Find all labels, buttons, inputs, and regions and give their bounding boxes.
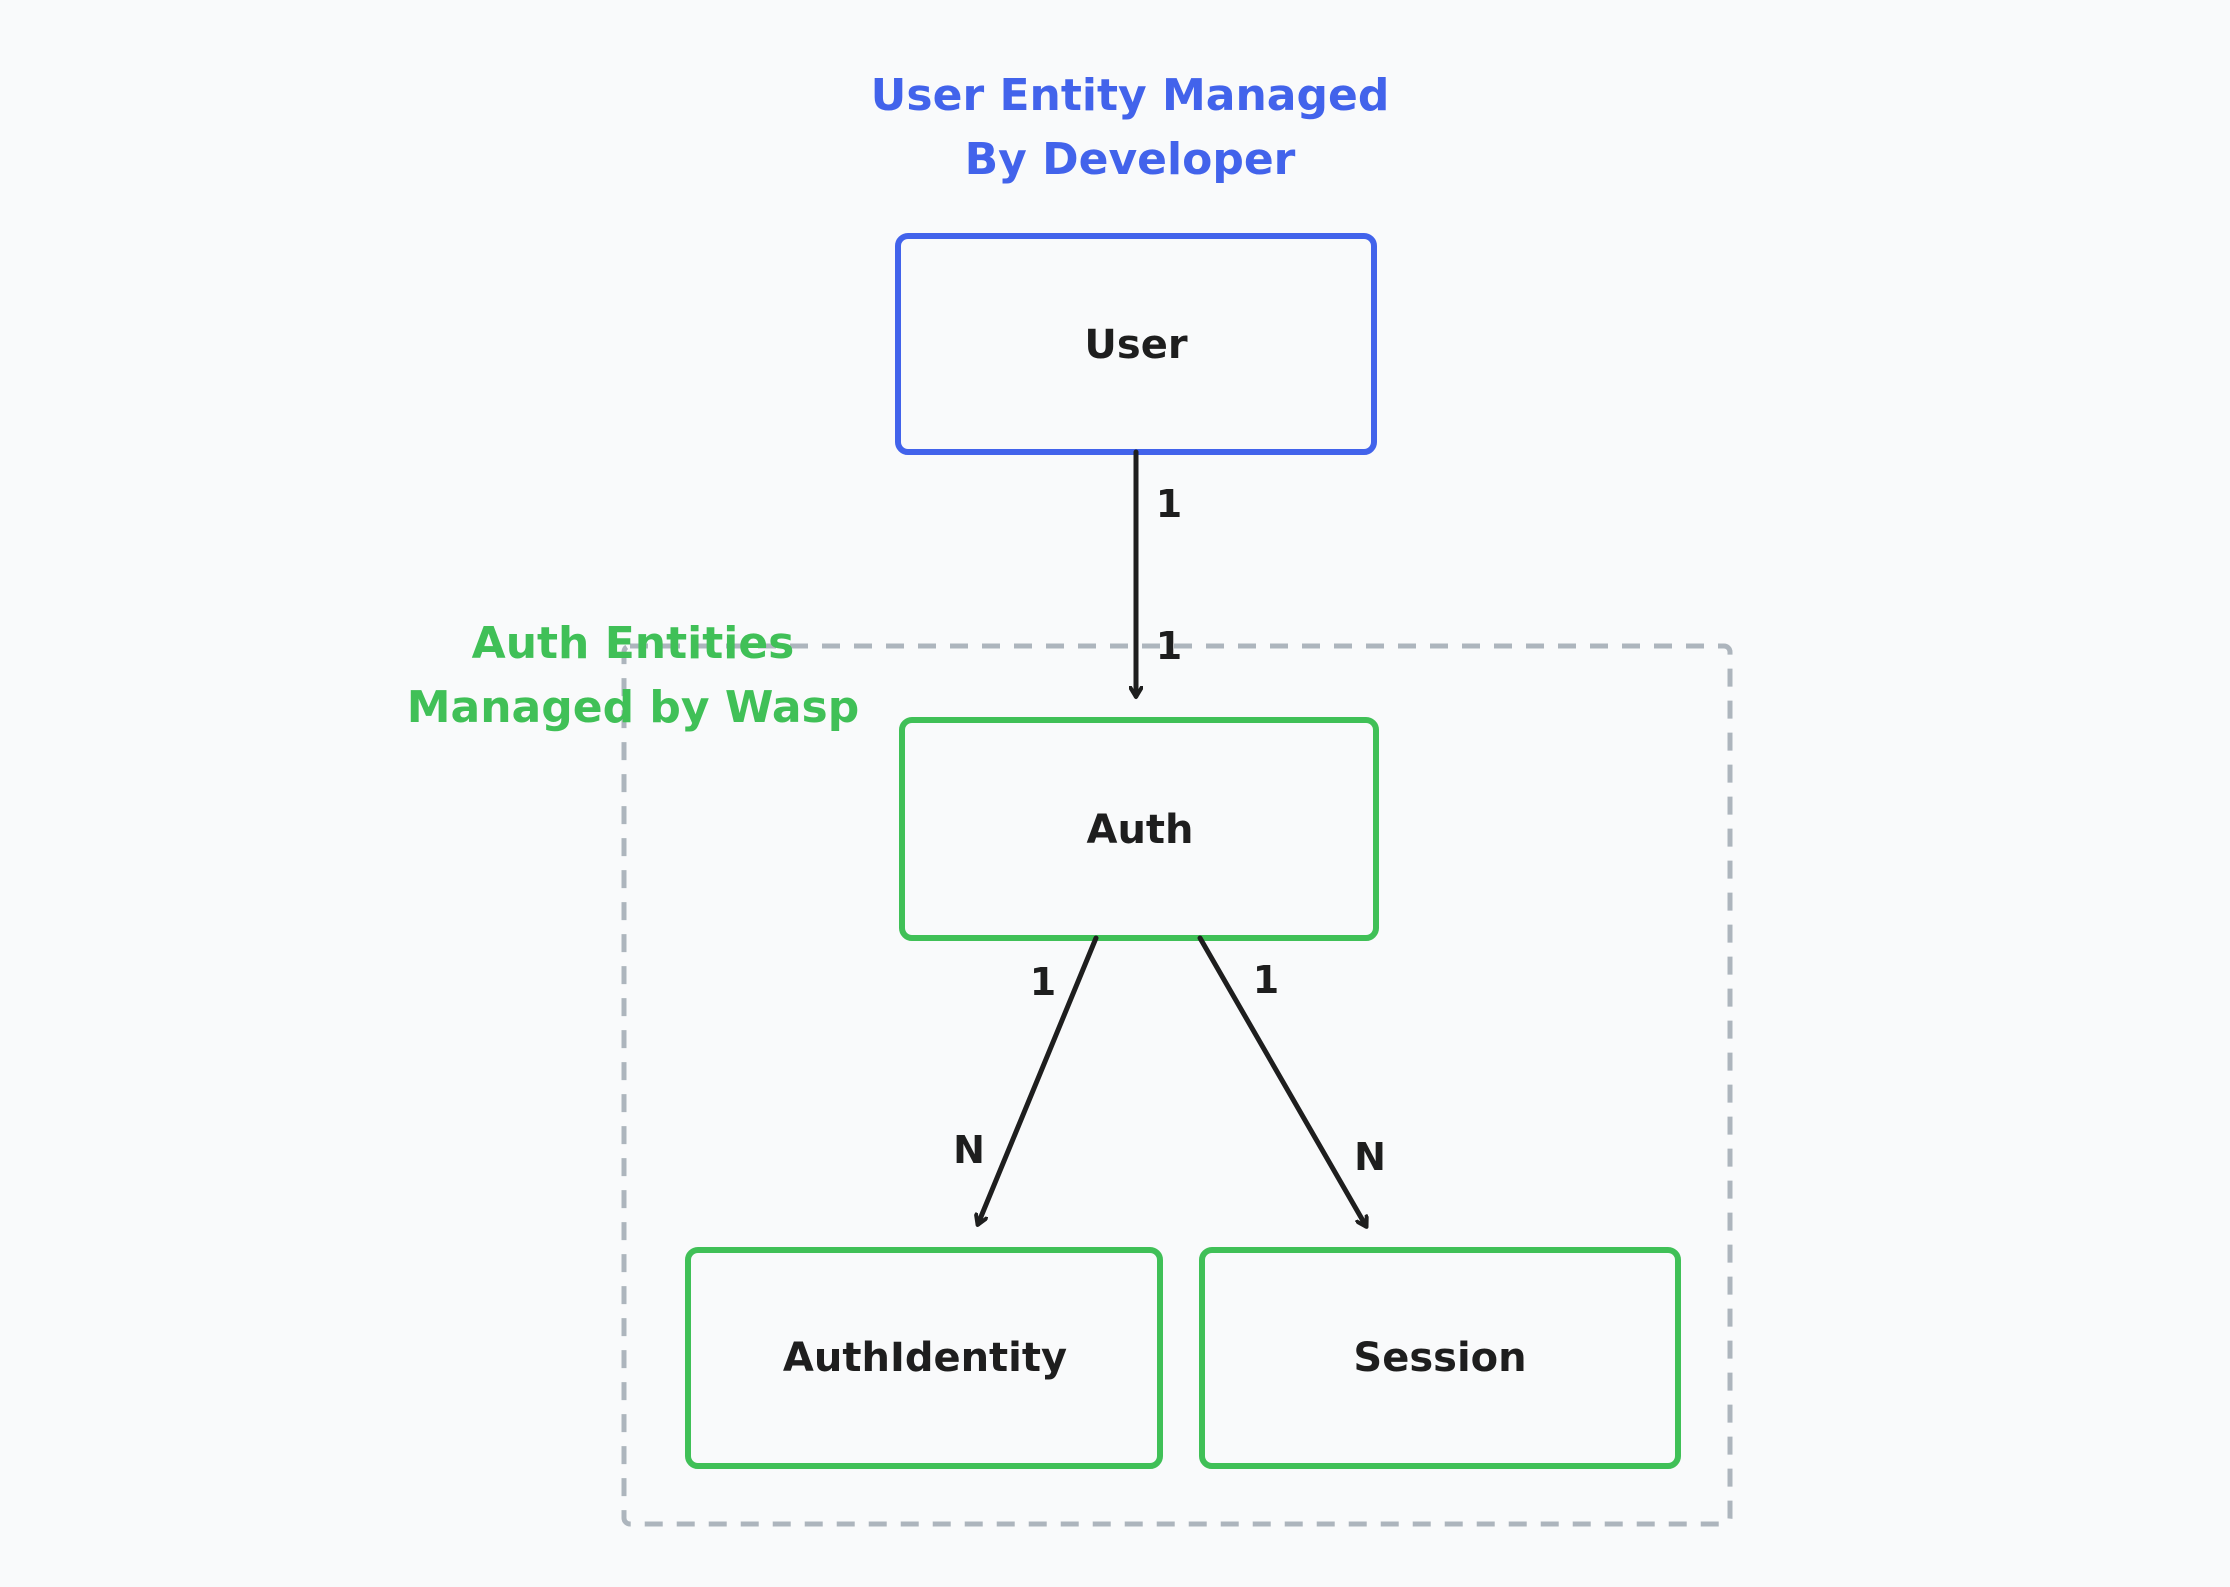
- auth-to-auth-identity-arrow: [978, 935, 1099, 1224]
- user-entity-label: User: [1084, 322, 1188, 368]
- developer-title-line1: User Entity Managed: [870, 70, 1390, 121]
- wasp-title-line1: Auth Entities: [471, 618, 795, 669]
- auth-session-cardinality-session-side: N: [1354, 1135, 1386, 1179]
- developer-title-line2: By Developer: [964, 134, 1296, 185]
- auth-to-session-arrow: [1197, 935, 1366, 1226]
- auth-identity-cardinality-auth-side: 1: [1029, 960, 1057, 1004]
- auth-session-cardinality-auth-side: 1: [1252, 958, 1280, 1002]
- session-entity-label: Session: [1353, 1335, 1527, 1381]
- session-entity-box[interactable]: [1199, 1247, 1681, 1469]
- auth-entity-box[interactable]: [899, 717, 1379, 941]
- auth-identity-cardinality-identity-side: N: [953, 1128, 985, 1172]
- wasp-group-frame: [621, 643, 1733, 1527]
- auth-entity-label: Auth: [1086, 807, 1194, 853]
- developer-group-title: User Entity Managed By Developer: [871, 64, 1390, 192]
- auth-identity-entity-box[interactable]: [685, 1247, 1163, 1469]
- user-auth-cardinality-auth-side: 1: [1155, 624, 1183, 668]
- user-auth-cardinality-user-side: 1: [1155, 482, 1183, 526]
- wasp-title-line2: Managed by Wasp: [406, 682, 860, 733]
- wasp-group-title: Auth Entities Managed by Wasp: [407, 612, 859, 740]
- auth-identity-entity-label: AuthIdentity: [782, 1335, 1068, 1381]
